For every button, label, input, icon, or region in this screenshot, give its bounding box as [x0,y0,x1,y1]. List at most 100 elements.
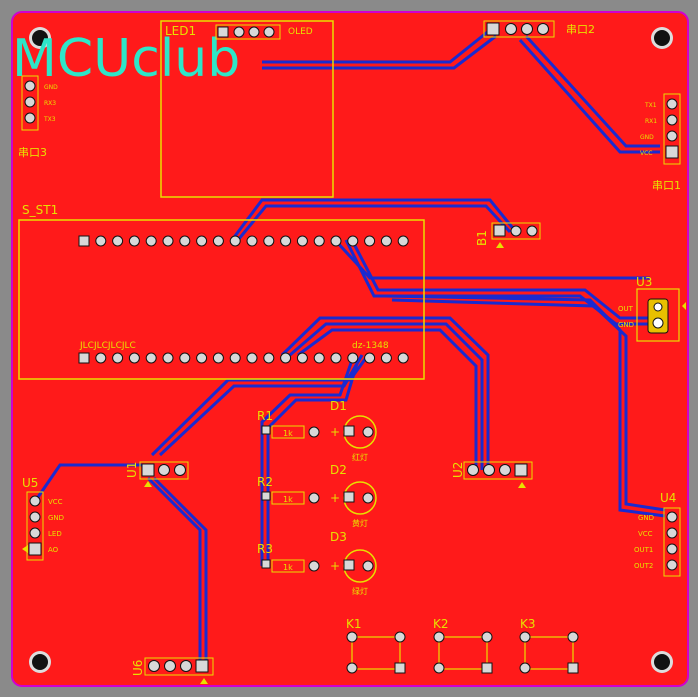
component-r1[interactable]: R1 1k [257,409,320,439]
led1-subtitle: OLED [288,27,313,37]
r3-value: 1k [283,563,293,572]
uart1-pin-rx1: RX1 [645,118,657,125]
s-st1-bottom-left-text: JLCJLCJLCJLC [79,341,136,351]
s-st1-top-pin [246,235,258,247]
uart3-pin-gnd: GND [44,84,58,91]
s-st1-bottom-pin [246,352,258,364]
s-st1-bottom-pin-row [78,352,409,364]
r1-value: 1k [283,429,293,438]
component-uart3[interactable]: GND RX3 TX3 串口3 [18,75,58,159]
d3-caption: 绿灯 [352,586,368,596]
u5-pin-ao: AO [48,546,59,554]
s-st1-top-pin [145,235,157,247]
component-r2[interactable]: R2 1k [257,475,320,505]
component-k2[interactable]: K2 [433,617,493,674]
s-st1-top-pin [280,235,292,247]
s-st1-top-pin [78,235,90,247]
s-st1-top-pin [397,235,409,247]
s-st1-bottom-pin [397,352,409,364]
u3-pin-gnd: GND [618,321,634,329]
d3-label: D3 [330,530,347,544]
uart3-label: 串口3 [18,146,47,159]
k1-label: K1 [346,617,362,631]
k2-label: K2 [433,617,449,631]
s-st1-top-pin [162,235,174,247]
component-d1[interactable]: D1 + 红灯 [330,399,377,462]
uart2-label: 串口2 [566,23,595,36]
component-k3[interactable]: K3 [519,617,579,674]
component-u3[interactable]: U3 OUT GND [618,275,686,342]
d1-caption: 红灯 [352,452,368,462]
s-st1-bottom-pin [95,352,107,364]
d2-label: D2 [330,463,347,477]
u4-label: U4 [660,491,676,505]
r2-value: 1k [283,495,293,504]
s-st1-top-pin [212,235,224,247]
s-st1-top-pin [196,235,208,247]
s-st1-bottom-pin [347,352,359,364]
component-d2[interactable]: D2 + 黄灯 [330,463,377,528]
component-u2[interactable]: U2 [451,461,533,488]
s-st1-top-pin [112,235,124,247]
u4-pin-out2: OUT2 [634,562,653,570]
component-u6[interactable]: U6 [131,657,214,684]
component-s-st1[interactable]: S_ST1 JLCJLCJLCJLC dz-1348 [18,203,425,380]
r2-label: R2 [257,475,273,489]
component-u1[interactable]: U1 [125,461,189,487]
s-st1-bottom-pin [212,352,224,364]
mounting-holes [29,27,673,673]
component-uart1[interactable]: TX1 RX1 GND VCC 串口1 [640,93,681,192]
s-st1-label: S_ST1 [22,203,58,217]
component-b1[interactable]: B1 [475,222,541,248]
s-st1-top-pin [95,235,107,247]
component-uart2[interactable]: 串口2 [483,20,595,38]
s-st1-bottom-pin [145,352,157,364]
u2-label: U2 [451,462,465,478]
component-u5[interactable]: U5 VCC GND LED AO [22,476,64,561]
u1-label: U1 [125,462,139,478]
u3-label: U3 [636,275,652,289]
s-st1-bottom-pin [380,352,392,364]
s-st1-bottom-right-text: dz-1348 [352,341,389,351]
r1-label: R1 [257,409,273,423]
s-st1-bottom-pin [128,352,140,364]
component-u4[interactable]: U4 GND VCC OUT1 OUT2 [634,491,681,577]
led1-label: LED1 [165,24,196,38]
s-st1-top-pin [313,235,325,247]
uart1-label: 串口1 [652,179,681,192]
s-st1-top-pin [179,235,191,247]
d1-label: D1 [330,399,347,413]
component-r3[interactable]: R3 1k [257,542,320,573]
s-st1-top-pin [380,235,392,247]
d3-plus: + [330,559,340,573]
s-st1-bottom-pin [179,352,191,364]
component-d3[interactable]: D3 + 绿灯 [330,530,377,596]
k3-label: K3 [520,617,536,631]
u5-pin-gnd: GND [48,514,64,522]
u5-pin-vcc: VCC [48,498,63,506]
s-st1-bottom-pin [364,352,376,364]
s-st1-bottom-pin [330,352,342,364]
s-st1-top-pin [263,235,275,247]
copper-pour [11,11,689,687]
s-st1-top-pin [128,235,140,247]
s-st1-bottom-pin [296,352,308,364]
d2-caption: 黄灯 [352,518,368,528]
s-st1-bottom-pin [229,352,241,364]
component-led1[interactable]: LED1 OLED [160,20,334,198]
u4-pin-gnd: GND [638,514,654,522]
uart3-pin-tx3: TX3 [43,116,56,123]
uart1-pin-vcc: VCC [640,150,652,157]
s-st1-top-pin [364,235,376,247]
s-st1-top-pin [347,235,359,247]
s-st1-top-pin [296,235,308,247]
b1-label: B1 [475,230,489,246]
s-st1-bottom-pin [162,352,174,364]
component-k1[interactable]: K1 [346,617,406,674]
u5-label: U5 [22,476,38,490]
d2-plus: + [330,491,340,505]
s-st1-bottom-pin [78,352,90,364]
traces [34,28,666,666]
s-st1-bottom-pin [313,352,325,364]
